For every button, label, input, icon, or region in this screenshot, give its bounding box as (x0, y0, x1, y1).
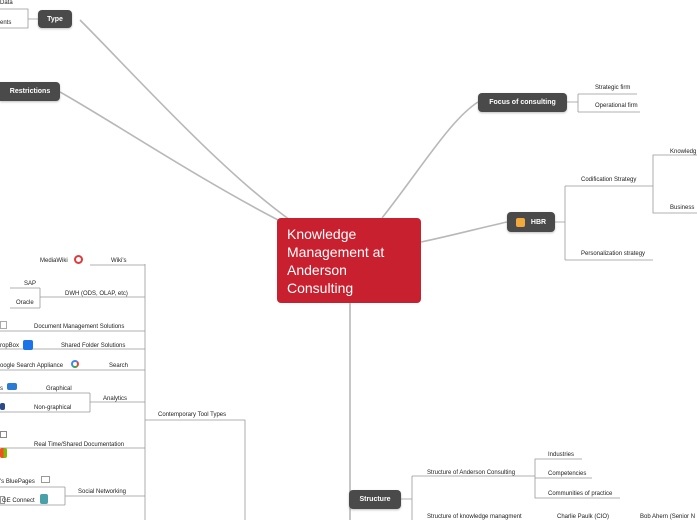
tools-bluepages[interactable]: 's BluePages (0, 479, 35, 485)
tools-nongraphical[interactable]: Non-graphical (34, 405, 72, 411)
structure-anderson[interactable]: Structure of Anderson Consulting (427, 470, 516, 476)
bluepages-icon (41, 476, 50, 483)
structure-km[interactable]: Structure of knowledge managment (427, 514, 522, 520)
tools-dropbox[interactable]: ropBox (0, 343, 20, 349)
topic-hbr[interactable]: HBR (507, 212, 555, 232)
tools-shared-folder[interactable]: Shared Folder Solutions (61, 343, 126, 349)
tools-search[interactable]: Search (109, 363, 129, 369)
tools-realtime[interactable]: Real Time/Shared Documentation (34, 442, 125, 448)
structure-communities[interactable]: Communities of practice (548, 491, 613, 497)
hbr-business[interactable]: Business (670, 205, 695, 211)
microsoft-icon (0, 448, 7, 458)
type-data[interactable]: Data (0, 0, 13, 6)
tools-sap[interactable]: SAP (24, 281, 37, 287)
document-icon (0, 321, 7, 329)
structure-industries[interactable]: Industries (548, 452, 575, 458)
topic-focus-of-consulting[interactable]: Focus of consulting (478, 93, 567, 112)
connector-hbr (420, 221, 508, 243)
connector-focus (381, 101, 479, 219)
hbr-icon (515, 217, 525, 227)
tools-wikis[interactable]: Wiki's (111, 258, 127, 264)
type-ents[interactable]: ents (0, 20, 12, 26)
central-line-1: Knowledge (287, 226, 357, 242)
topic-restrictions[interactable]: Restrictions (0, 82, 60, 101)
topic-structure[interactable]: Structure (349, 490, 401, 509)
dropbox-icon (23, 340, 33, 350)
central-line-2: Management at (287, 244, 385, 260)
edit-icon (0, 431, 7, 438)
tools-google[interactable]: oogle Search Appliance (0, 363, 64, 369)
tools-geconnect[interactable]: GE Connect (2, 498, 35, 504)
geconnect-icon (40, 494, 48, 504)
hbr-knowledge[interactable]: Knowledg (670, 149, 697, 155)
central-topic[interactable]: Knowledge Management at Anderson Consult… (277, 218, 421, 303)
structure-bob[interactable]: Bob Ahern (Senior N (640, 514, 696, 520)
analytics-icon (0, 403, 5, 410)
connector-restrictions (59, 91, 283, 223)
tools-social[interactable]: Social Networking (78, 489, 127, 495)
structure-cio[interactable]: Charlie Paulk (CIO) (557, 514, 610, 520)
focus-strategic-firm[interactable]: Strategic firm (595, 85, 631, 91)
tools-dms[interactable]: Document Management Solutions (34, 324, 125, 330)
connector-type (79, 19, 291, 221)
tools-mediawiki[interactable]: MediaWiki (40, 258, 68, 264)
tools-analytics[interactable]: Analytics (103, 396, 128, 402)
structure-competencies[interactable]: Competencies (548, 471, 587, 477)
focus-operational-firm[interactable]: Operational firm (595, 103, 638, 109)
hbr-personalization[interactable]: Personalization strategy (581, 251, 646, 257)
tools-sap-s[interactable]: s (0, 386, 3, 392)
google-icon (71, 360, 79, 368)
central-line-4: Consulting (287, 280, 354, 296)
hbr-label: HBR (530, 218, 547, 226)
hbr-codification[interactable]: Codification Strategy (581, 177, 637, 183)
geconnect-left-icon (0, 496, 5, 504)
topic-type[interactable]: Type (38, 10, 72, 28)
tools-dwh[interactable]: DWH (ODS, OLAP, etc) (65, 291, 128, 297)
tools-graphical[interactable]: Graphical (46, 386, 72, 392)
mediawiki-icon (74, 255, 83, 264)
tools-contemporary[interactable]: Contemporary Tool Types (158, 412, 227, 418)
central-line-3: Anderson (287, 262, 347, 278)
sap-icon (7, 383, 17, 390)
tools-oracle[interactable]: Oracle (16, 300, 34, 306)
